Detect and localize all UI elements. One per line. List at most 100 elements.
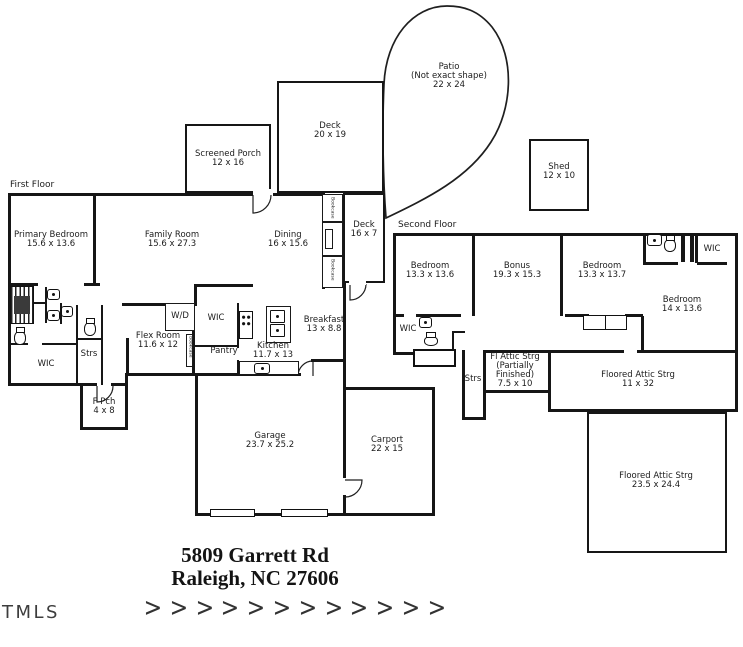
wall: [101, 305, 103, 385]
garage-door-icon: [210, 509, 255, 517]
door-opening: [253, 189, 273, 195]
tmls-logo: TMLS: [2, 602, 60, 623]
sink-icon: [47, 289, 60, 300]
room-label-wic-hall: WIC: [207, 313, 225, 323]
chevron-icon: >: [375, 593, 395, 623]
toilet-icon: [664, 235, 676, 252]
bathtub-icon: [413, 349, 456, 367]
chevron-icon: >: [324, 593, 343, 623]
garage-door-icon: [281, 509, 328, 517]
wall: [311, 359, 346, 362]
wall: [565, 314, 589, 317]
wall: [126, 338, 129, 375]
bookcase-built-in: [186, 334, 193, 367]
toilet-icon: [424, 332, 438, 346]
wall: [697, 262, 727, 265]
wall: [645, 262, 678, 265]
wall: [111, 383, 127, 386]
chevron-icon: >: [401, 593, 421, 623]
wall: [76, 338, 103, 340]
wall: [548, 409, 738, 412]
room-label-garage: Garage 23.7 x 25.2: [245, 431, 295, 450]
wall: [484, 350, 624, 353]
wall: [637, 350, 738, 353]
room-label-wic-primary: WIC: [37, 359, 55, 369]
chevron-icon: >: [246, 593, 266, 623]
wall: [192, 345, 239, 347]
chevron-icon: >: [350, 593, 369, 623]
room-label-bonus: Bonus 19.3 x 15.3: [492, 261, 542, 280]
sink-icon: [647, 234, 662, 246]
wall: [641, 316, 644, 352]
closet-jamb: [690, 236, 694, 262]
room-label-bedroom-3: Bedroom 14 x 13.6: [661, 295, 703, 314]
wall: [80, 383, 83, 430]
attic-large-outline: [587, 412, 727, 553]
wall: [432, 387, 435, 516]
sink-icon: [270, 310, 285, 323]
chevron-row: >>>>>>>>>>>>: [142, 592, 448, 624]
shed-outline: [529, 139, 589, 211]
wall: [548, 352, 551, 412]
chevron-icon: >: [195, 593, 214, 623]
room-label-wic-right: WIC: [703, 244, 721, 254]
chevron-icon: >: [221, 593, 240, 623]
room-label-front-porch: F Pch 4 x 8: [92, 397, 116, 416]
sink-icon: [47, 310, 60, 321]
closet-icon: [583, 315, 627, 330]
sink-icon: [61, 306, 73, 317]
shower-icon: [10, 286, 34, 324]
room-label-screened-porch: Screened Porch 12 x 16: [195, 149, 261, 168]
wall: [45, 287, 47, 323]
room-label-attic-large: Floored Attic Strg 23.5 x 24.4: [619, 471, 693, 490]
bookcase-built-in: [322, 194, 343, 222]
sink-icon: [270, 324, 285, 337]
wall: [462, 417, 486, 420]
wall: [8, 383, 83, 386]
room-label-stairs-1: Strs: [80, 349, 98, 359]
wall: [80, 427, 128, 430]
chevron-icon: >: [298, 593, 317, 623]
wall: [343, 283, 346, 478]
wall: [452, 331, 454, 352]
room-label-kitchen: Kitchen 11.7 x 13: [252, 341, 294, 360]
room-label-attic-small: Fl Attic Strg (Partially Finished) 7.5 x…: [490, 352, 540, 389]
fireplace-firebox: [325, 229, 333, 249]
room-label-primary-bedroom: Primary Bedroom 15.6 x 13.6: [14, 230, 88, 249]
wall: [125, 373, 301, 376]
bookcase-built-in: [322, 256, 343, 288]
wall: [625, 314, 643, 317]
wall: [192, 303, 195, 375]
door-arc-deck: [349, 283, 367, 301]
wall: [237, 303, 239, 348]
second-floor-label: Second Floor: [398, 220, 457, 230]
room-label-dining: Dining 16 x 15.6: [267, 230, 309, 249]
room-label-bedroom-2: Bedroom 13.3 x 13.7: [577, 261, 627, 280]
patio-outline: [382, 5, 510, 220]
wall: [83, 383, 97, 386]
door-arc-porch-dining: [252, 194, 272, 214]
wall: [8, 193, 11, 386]
wall: [483, 390, 551, 393]
room-label-shed: Shed 12 x 10: [542, 162, 576, 181]
deck-side-outline: [343, 193, 385, 283]
wall: [462, 350, 465, 420]
wall: [93, 196, 96, 283]
wall: [237, 360, 239, 375]
wall: [195, 373, 198, 516]
room-label-flex-room: Flex Room 11.6 x 12: [135, 331, 181, 350]
wall: [8, 283, 38, 286]
wall: [452, 331, 465, 333]
wall: [643, 233, 646, 265]
chevron-icon: >: [427, 593, 446, 623]
room-label-deck-side: Deck 16 x 7: [350, 220, 378, 239]
room-label-patio: Patio (Not exact shape) 22 x 24: [411, 62, 487, 90]
wall: [416, 314, 461, 317]
first-floor-label: First Floor: [10, 180, 55, 190]
wall: [393, 233, 738, 236]
room-label-wd: W/D: [171, 311, 189, 321]
wall: [735, 233, 738, 412]
room-label-pantry: Pantry: [210, 346, 238, 356]
stove-icon: [239, 311, 253, 339]
